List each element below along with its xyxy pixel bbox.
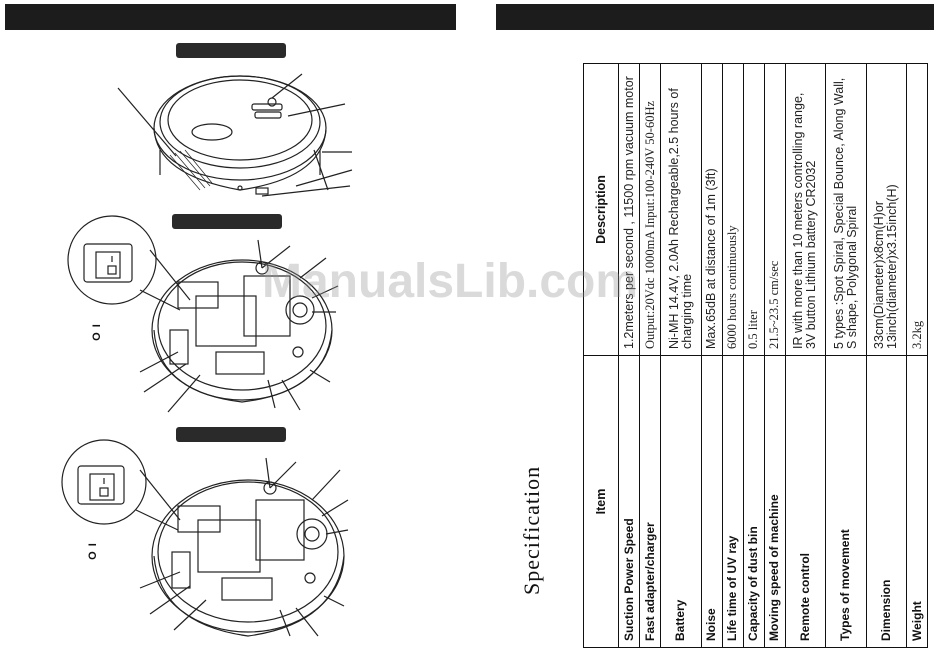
spec-description-cell: 33cm(Diameter)x8cm(H)or 13inch(diameter)…	[866, 63, 907, 356]
spec-description-cell: Ni-MH 14.4V, 2.0Ah Rechargeable,2.5 hour…	[660, 63, 701, 356]
right-page-header-bar	[496, 4, 934, 30]
top-view-label-pill	[176, 43, 286, 58]
spec-item-cell: Moving speed of machine	[764, 355, 785, 648]
spec-description-cell: 21.5~23.5 cm/sec	[764, 63, 785, 356]
spec-row: Moving speed of machine 21.5~23.5 cm/sec	[764, 63, 785, 648]
watermark: ManualsLib.com	[262, 255, 639, 308]
spec-description-cell: 5 types :Spot Spiral, Special Bounce, Al…	[825, 63, 866, 356]
spec-item-cell: Battery	[660, 355, 701, 648]
switch-label-upper: O I	[90, 323, 103, 341]
spec-description-cell: Output:20Vdc 1000mA Input:100-240V 50-60…	[639, 63, 661, 356]
spec-description-line: 21.5~23.5 cm/sec	[767, 260, 781, 349]
spec-item-cell: Capacity of dust bin	[743, 355, 764, 648]
spec-description-cell: 6000 hours continuously	[722, 63, 743, 356]
spec-description-line: 33cm(Diameter)x8cm(H)or 13inch(diameter)…	[872, 184, 900, 349]
spec-description-line: 0.5 liter	[746, 310, 760, 349]
spec-item-cell: Life time of UV ray	[722, 355, 743, 648]
spec-description-cell: Max.65dB at distance of 1m (3ft)	[701, 63, 722, 356]
spec-description-cell: IR with more than 10 meters controlling …	[785, 63, 826, 356]
spec-row: Fast adapter/charger Output:20Vdc 1000mA …	[639, 63, 661, 648]
spec-row: Battery Ni-MH 14.4V, 2.0Ah Rechargeable,2…	[660, 63, 701, 648]
spec-row: Noise Max.65dB at distance of 1m (3ft)	[701, 63, 722, 648]
bottom-view-label-pill	[172, 214, 282, 229]
spec-row: Life time of UV ray 6000 hours continuous…	[722, 63, 743, 648]
spec-description-line: 6000 hours continuously	[725, 225, 739, 349]
spec-description-cell: 3.2kg	[906, 63, 928, 356]
bottom-view-robot-2	[61, 439, 349, 637]
spec-description-line: 5 types :Spot Spiral, Special Bounce, Al…	[831, 77, 859, 349]
left-page-header-bar	[5, 4, 456, 30]
spec-item-cell: Dimension	[866, 355, 907, 648]
spec-description-line: Max.65dB at distance of 1m (3ft)	[704, 168, 718, 349]
spec-row: Capacity of dust bin 0.5 liter	[743, 63, 764, 648]
switch-label-lower: O I	[86, 542, 99, 560]
spec-description-cell: 1.2meters per second , 11500 rpm vacuum …	[618, 63, 640, 356]
spec-row: Weight 3.2kg	[906, 63, 928, 648]
robot-vacuum-diagrams	[61, 43, 353, 637]
spec-item-cell: Fast adapter/charger	[639, 355, 661, 648]
spec-item-cell: Suction Power Speed	[618, 355, 640, 648]
spec-description-line: 3V button Lithium battery CR2032	[804, 160, 819, 349]
spec-description-cell: 0.5 liter	[743, 63, 764, 356]
bottom-view-robot-1	[67, 215, 339, 413]
spec-item-cell: Remote control	[785, 355, 826, 648]
spec-item-cell: Noise	[701, 355, 722, 648]
bottom-view-2-label-pill	[176, 427, 286, 442]
spec-item-cell: Weight	[906, 355, 928, 648]
spec-row: Dimension 33cm(Diameter)x8cm(H)or 13inch(…	[866, 63, 907, 648]
spec-item-cell: Types of movement	[825, 355, 866, 648]
spec-description-line: Ni-MH 14.4V, 2.0Ah Rechargeable,2.5 hour…	[666, 88, 694, 349]
top-view-robot	[117, 73, 353, 197]
spec-header-description: Description	[583, 63, 619, 356]
spec-title: Specification	[519, 465, 544, 595]
spec-header-item: Item	[583, 355, 619, 648]
spec-row: Types of movement 5 types :Spot Spiral, S…	[825, 63, 866, 648]
spec-description-line: 3.2kg	[909, 320, 924, 349]
spec-header-row: Item Description	[583, 63, 619, 648]
spec-description-line: Output:20Vdc 1000mA Input:100-240V 50-60…	[642, 100, 657, 349]
